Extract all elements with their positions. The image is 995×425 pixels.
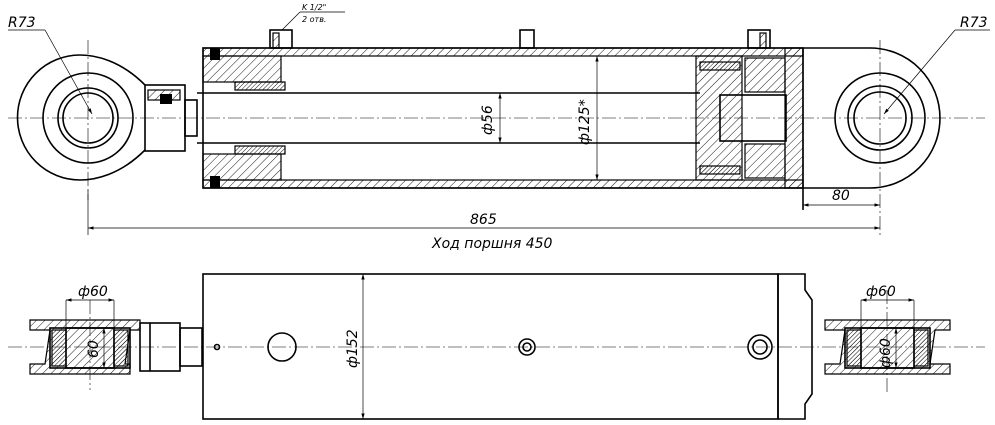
radius-left-label: R73	[8, 15, 36, 31]
right-eye-dims: ф60 ф60	[860, 284, 915, 368]
port-note: K 1/2" 2 отв.	[281, 3, 345, 31]
tube-outer	[202, 273, 813, 420]
rod-diameter-dim: ф56	[480, 93, 502, 143]
eye-width-right-label: ф60	[878, 338, 894, 368]
stroke-label: Ход поршня 450	[431, 236, 553, 252]
rod-diameter-label: ф56	[480, 105, 496, 135]
tube-diameter-dim: ф152	[345, 274, 365, 419]
end-length-dim: 80	[803, 188, 880, 207]
radius-right-label: R73	[960, 15, 988, 31]
overall-length-label: 865	[470, 212, 497, 228]
bottom-plan-view: ф60 60 ф152	[8, 273, 985, 420]
overall-length-dim: 865 Ход поршня 450	[87, 190, 880, 252]
eye-diameter-right-label: ф60	[866, 284, 896, 300]
left-eye-dims: ф60 60	[65, 284, 115, 368]
bore-diameter-label: ф125*	[577, 99, 593, 145]
bore-diameter-dim: ф125*	[577, 56, 599, 180]
radius-right-callout: R73	[883, 15, 990, 115]
cylinder-tube	[197, 29, 804, 189]
port-count-label: 2 отв.	[302, 15, 326, 24]
left-eye-section	[29, 300, 203, 390]
eye-width-left-label: 60	[86, 340, 102, 358]
tube-diameter-label: ф152	[345, 329, 361, 368]
top-section-view: R73	[8, 3, 990, 252]
right-eye	[802, 40, 941, 235]
port-thread-label: K 1/2"	[302, 3, 326, 12]
end-length-label: 80	[832, 188, 850, 204]
radius-left-callout: R73	[8, 15, 93, 115]
right-eye-section	[824, 290, 951, 395]
eye-diameter-left-label: ф60	[78, 284, 108, 300]
left-eye	[16, 40, 198, 200]
